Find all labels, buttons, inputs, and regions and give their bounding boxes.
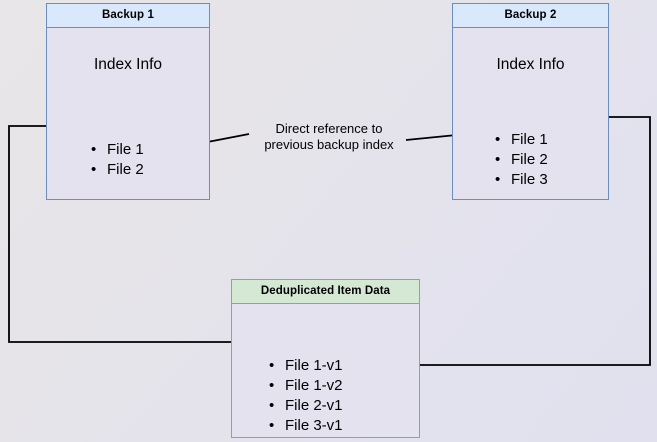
- node-backup-1-index-label: Index Info: [93, 56, 163, 73]
- node-backup-2-body: Index Info File 1 File 2 File 3: [453, 28, 608, 199]
- edge-label-direct-reference: Direct reference to previous backup inde…: [253, 121, 405, 153]
- list-item: File 3-v1: [269, 416, 343, 436]
- edge-label-line-2: previous backup index: [264, 137, 394, 152]
- list-item: File 2-v1: [269, 396, 343, 416]
- edge-label-line-1: Direct reference to: [275, 121, 383, 136]
- node-backup-2-file-list: File 1 File 2 File 3: [495, 130, 548, 190]
- list-item: File 3: [495, 170, 548, 190]
- list-item: File 1-v2: [269, 376, 343, 396]
- node-backup-1-file-list: File 1 File 2: [91, 140, 144, 180]
- node-deduplicated-item-data-body: File 1-v1 File 1-v2 File 2-v1 File 3-v1: [232, 304, 419, 437]
- node-deduplicated-item-data[interactable]: Deduplicated Item Data File 1-v1 File 1-…: [231, 279, 420, 438]
- node-deduplicated-file-list: File 1-v1 File 1-v2 File 2-v1 File 3-v1: [269, 356, 343, 436]
- list-item: File 1: [91, 140, 144, 160]
- node-backup-2-index-label: Index Info: [496, 56, 565, 73]
- list-item: File 1: [495, 130, 548, 150]
- node-backup-1-header: Backup 1: [47, 4, 209, 28]
- list-item: File 2: [495, 150, 548, 170]
- node-backup-2-header: Backup 2: [453, 4, 608, 28]
- node-backup-2[interactable]: Backup 2 Index Info File 1 File 2 File 3: [452, 3, 609, 200]
- node-backup-1-body: Index Info File 1 File 2: [47, 28, 209, 199]
- list-item: File 1-v1: [269, 356, 343, 376]
- list-item: File 2: [91, 160, 144, 180]
- node-backup-1[interactable]: Backup 1 Index Info File 1 File 2: [46, 3, 210, 200]
- node-deduplicated-item-data-header: Deduplicated Item Data: [232, 280, 419, 304]
